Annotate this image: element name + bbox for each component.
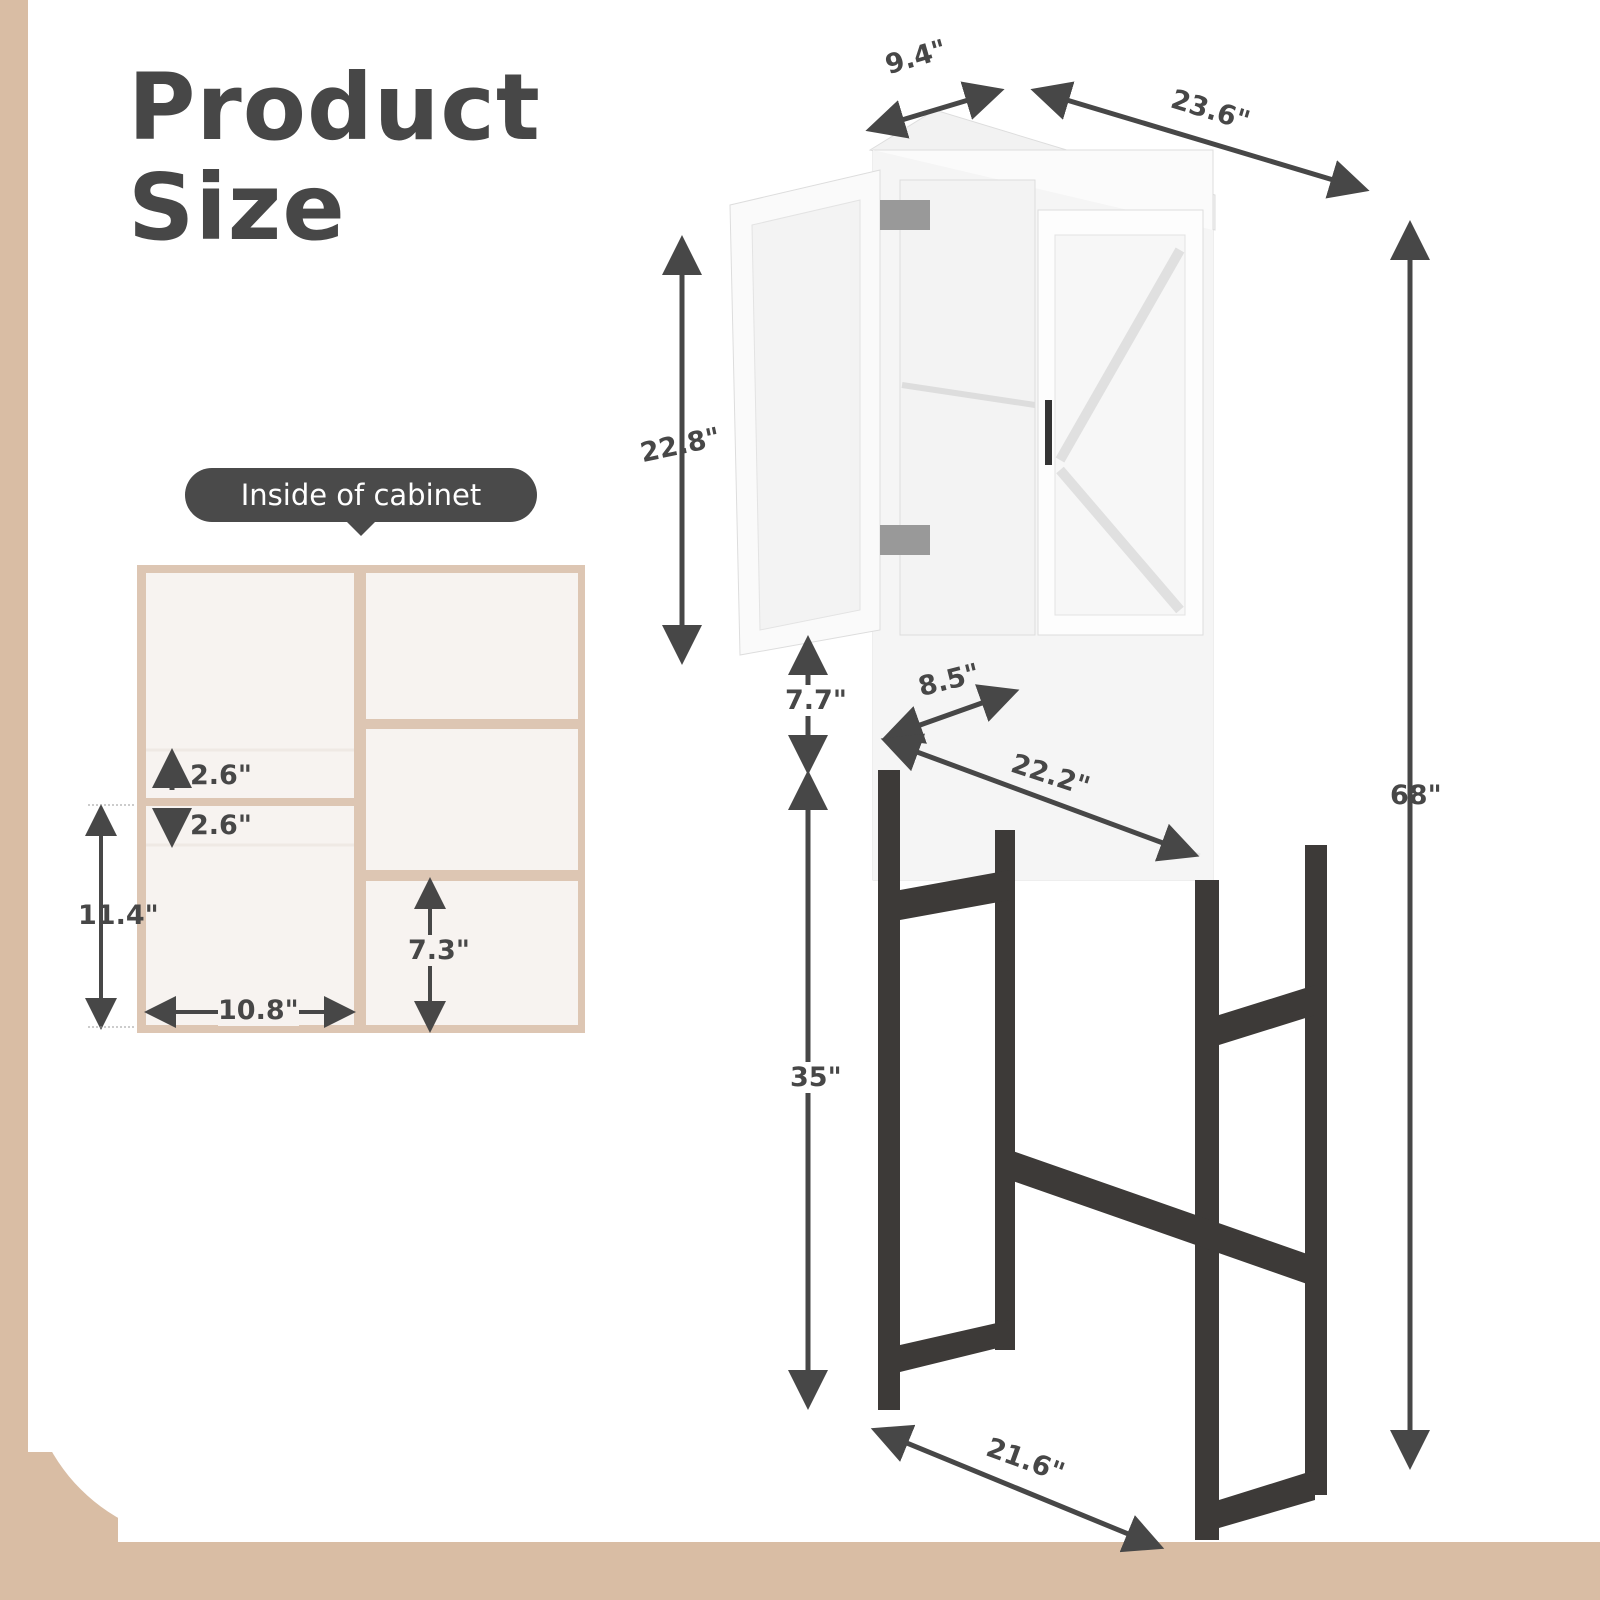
dim-leg-height: 35" [790,1062,842,1093]
page-title: Product Size [128,58,541,258]
dim-shelf-up: 2.6" [190,760,252,791]
title-line-2: Size [128,154,346,261]
dim-left-height: 11.4" [78,900,159,931]
dim-shelf-down: 2.6" [190,810,252,841]
dim-open-shelf-height: 7.7" [785,685,847,716]
cabinet-illustration [729,109,1327,1540]
dim-left-width: 10.8" [218,995,299,1026]
label-pointer [345,520,377,536]
dim-right-height: 7.3" [408,935,470,966]
dim-total-height: 68" [1390,780,1442,811]
decorative-band-bottom [0,1542,1600,1600]
decorative-band-left [0,0,28,1600]
title-line-1: Product [128,54,541,161]
inside-cabinet-schematic [85,565,585,1033]
inside-cabinet-label: Inside of cabinet [185,468,537,522]
